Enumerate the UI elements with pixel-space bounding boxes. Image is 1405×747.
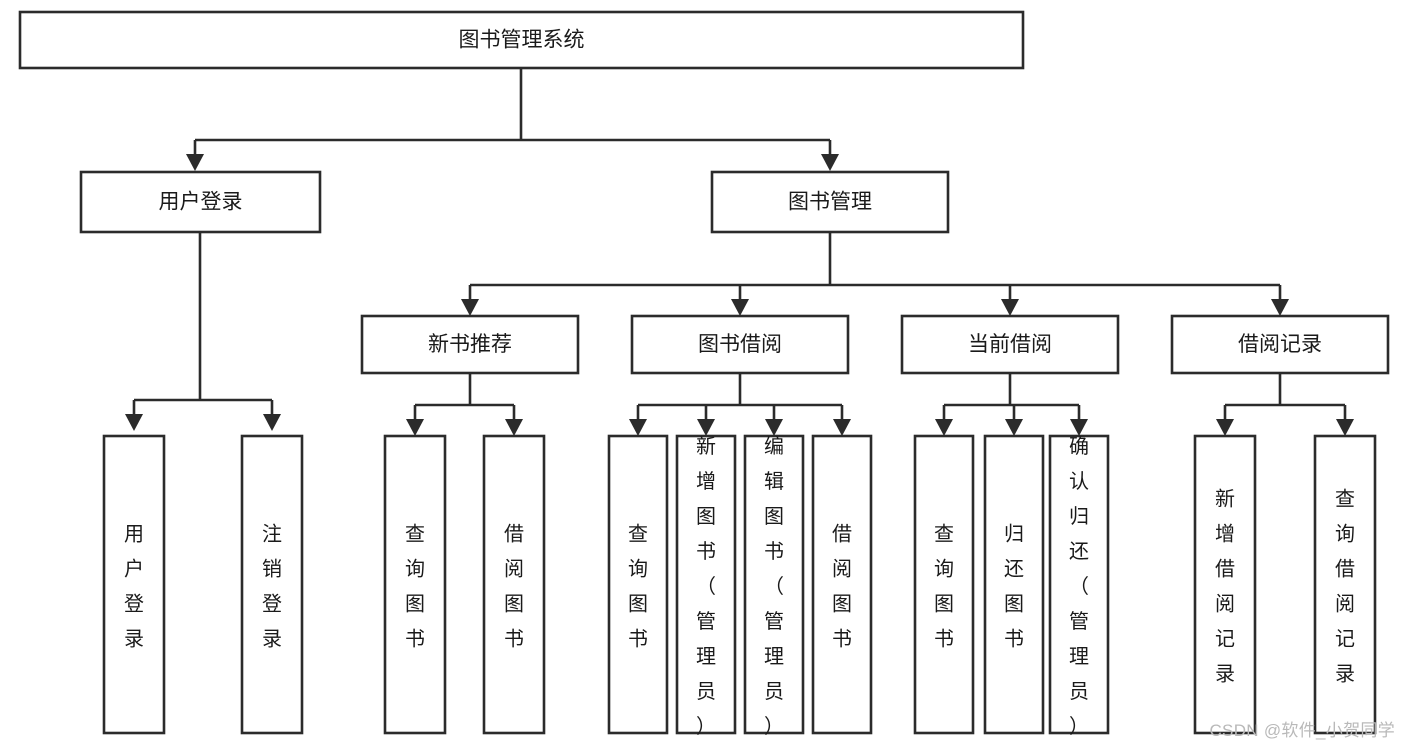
leaf-node-leaf-user-login[interactable]: 用户登录 (102, 434, 166, 735)
connector-c-bookborrow-trunk (629, 373, 851, 436)
leaf-node-leaf-add-borrow-record[interactable]: 新增借阅记录 (1193, 434, 1257, 735)
arrow-head-icon (833, 419, 851, 436)
node-box[interactable] (743, 434, 805, 735)
node-label: 查询图书 (628, 523, 648, 651)
node-label: 查询借阅记录 (1335, 488, 1355, 686)
arrow-head-icon (406, 419, 424, 436)
leaf-node-leaf-query-book-2[interactable]: 查询图书 (607, 434, 669, 735)
connector-c-bookmanage-trunk (461, 232, 1289, 316)
node-box[interactable] (630, 314, 850, 375)
level3-node-borrow-record[interactable]: 借阅记录 (1170, 314, 1390, 375)
level2-node-user-login[interactable]: 用户登录 (79, 170, 322, 234)
arrow-head-icon (1336, 419, 1354, 436)
leaf-node-leaf-add-book-admin[interactable]: 新增图书（管理员） (675, 434, 737, 738)
node-label: 图书管理 (788, 191, 872, 214)
arrow-head-icon (697, 419, 715, 436)
connectors-layer (125, 68, 1354, 436)
node-box[interactable] (1170, 314, 1390, 375)
node-box[interactable] (710, 170, 950, 234)
arrow-head-icon (461, 299, 479, 316)
node-box[interactable] (360, 314, 580, 375)
leaf-node-leaf-borrow-book-2[interactable]: 借阅图书 (811, 434, 873, 735)
node-label: 编辑图书（管理员） (764, 435, 784, 738)
leaf-node-leaf-logout-login[interactable]: 注销登录 (240, 434, 304, 735)
connector-c-currentborrow-trunk (935, 373, 1088, 436)
connector-c-root-trunk (186, 68, 839, 171)
node-label: 借阅图书 (504, 523, 524, 651)
leaf-node-leaf-confirm-return-admin[interactable]: 确认归还（管理员） (1048, 434, 1110, 738)
arrow-head-icon (731, 299, 749, 316)
node-box[interactable] (983, 434, 1045, 735)
level3-node-new-book-recommend[interactable]: 新书推荐 (360, 314, 580, 375)
node-box[interactable] (607, 434, 669, 735)
node-box[interactable] (1313, 434, 1377, 735)
level3-node-current-borrow[interactable]: 当前借阅 (900, 314, 1120, 375)
arrow-head-icon (125, 414, 143, 431)
leaf-node-leaf-return-book[interactable]: 归还图书 (983, 434, 1045, 735)
arrow-head-icon (186, 154, 204, 171)
node-label: 归还图书 (1004, 523, 1024, 651)
arrow-head-icon (505, 419, 523, 436)
node-label: 新书推荐 (428, 333, 512, 356)
node-label: 图书借阅 (698, 333, 782, 356)
node-label: 确认归还（管理员） (1069, 435, 1089, 738)
leaf-node-leaf-query-book-3[interactable]: 查询图书 (913, 434, 975, 735)
leaf-node-leaf-borrow-book-1[interactable]: 借阅图书 (482, 434, 546, 735)
arrow-head-icon (629, 419, 647, 436)
level3-node-book-borrow[interactable]: 图书借阅 (630, 314, 850, 375)
nodes-layer: 图书管理系统用户登录图书管理新书推荐图书借阅当前借阅借阅记录用户登录注销登录查询… (18, 10, 1390, 738)
connector-c-userlogin-trunk (125, 232, 281, 431)
leaf-node-leaf-edit-book-admin[interactable]: 编辑图书（管理员） (743, 434, 805, 738)
node-box[interactable] (913, 434, 975, 735)
arrow-head-icon (1216, 419, 1234, 436)
watermark-text: CSDN @软件_小贺同学 (1209, 721, 1395, 740)
node-label: 借阅图书 (832, 523, 852, 651)
arrow-head-icon (935, 419, 953, 436)
leaf-node-leaf-query-borrow-record[interactable]: 查询借阅记录 (1313, 434, 1377, 735)
node-label: 注销登录 (262, 523, 282, 651)
node-label: 新增图书（管理员） (696, 435, 716, 738)
node-label: 借阅记录 (1238, 333, 1322, 356)
node-box[interactable] (1048, 434, 1110, 735)
node-label: 当前借阅 (968, 333, 1052, 356)
node-label: 用户登录 (159, 191, 243, 214)
connector-c-newbook-trunk (406, 373, 523, 436)
node-box[interactable] (900, 314, 1120, 375)
arrow-head-icon (263, 414, 281, 431)
leaf-node-leaf-query-book-1[interactable]: 查询图书 (383, 434, 447, 735)
arrow-head-icon (1001, 299, 1019, 316)
node-label: 查询图书 (934, 523, 954, 651)
node-box[interactable] (675, 434, 737, 735)
node-label: 用户登录 (124, 524, 144, 651)
node-box[interactable] (18, 10, 1025, 70)
arrow-head-icon (821, 154, 839, 171)
node-box[interactable] (79, 170, 322, 234)
arrow-head-icon (1271, 299, 1289, 316)
node-label: 图书管理系统 (459, 29, 585, 52)
node-box[interactable] (811, 434, 873, 735)
arrow-head-icon (1070, 419, 1088, 436)
arrow-head-icon (1005, 419, 1023, 436)
node-label: 新增借阅记录 (1215, 488, 1235, 686)
node-label: 查询图书 (405, 523, 425, 651)
arrow-head-icon (765, 419, 783, 436)
node-box[interactable] (1193, 434, 1257, 735)
node-box[interactable] (240, 434, 304, 735)
node-box[interactable] (383, 434, 447, 735)
node-box[interactable] (482, 434, 546, 735)
node-box[interactable] (102, 434, 166, 735)
root-node-root[interactable]: 图书管理系统 (18, 10, 1025, 70)
connector-c-borrowrecord-trunk (1216, 373, 1354, 436)
level2-node-book-manage[interactable]: 图书管理 (710, 170, 950, 234)
